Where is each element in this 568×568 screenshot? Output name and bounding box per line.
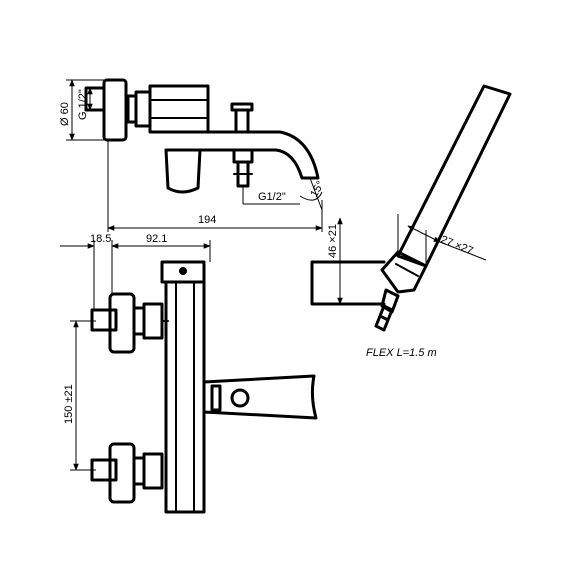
upper-flange — [108, 292, 136, 354]
dim-center-distance: 150 ±21 — [63, 384, 75, 424]
inlet-shank — [84, 86, 106, 112]
hand-shower — [310, 84, 512, 332]
shower-dimensions: 46 ×21 27 ×27 FLEX L=1.5 m — [322, 214, 487, 359]
front-spout — [202, 374, 318, 420]
diverter-button — [230, 388, 250, 408]
wall-bracket — [310, 260, 386, 306]
hose-note: FLEX L=1.5 m — [366, 347, 437, 359]
diverter-knob — [234, 108, 250, 134]
dim-offset-left: 18.5 — [90, 233, 111, 245]
spout — [198, 130, 320, 180]
dim-spout-thread: G1/2" — [258, 191, 286, 203]
lever — [164, 148, 202, 194]
front-dimensions: 18.5 92.1 150 ±21 — [60, 233, 211, 471]
hex-collar — [380, 250, 428, 294]
dim-hex: 27 ×27 — [439, 234, 475, 258]
dim-thread: G 1/2" — [77, 89, 89, 120]
mixer-body — [148, 84, 210, 134]
top-dimensions: Ø 60 G 1/2" G1/2" 15° 194 — [59, 79, 327, 232]
lower-flange — [108, 442, 136, 504]
shower-outlet — [232, 148, 254, 164]
dim-angle: 15° — [308, 179, 327, 199]
front-view — [90, 260, 318, 514]
top-view — [84, 78, 320, 194]
body-column — [164, 280, 206, 514]
connector — [134, 90, 152, 128]
dim-bracket: 46 ×21 — [327, 224, 339, 258]
dim-offset-body: 92.1 — [146, 233, 167, 245]
dim-diameter: Ø 60 — [59, 102, 71, 126]
hose-thread — [374, 304, 394, 332]
upper-inlet — [90, 308, 118, 332]
dim-length: 194 — [198, 214, 216, 226]
wall-flange — [102, 78, 128, 142]
